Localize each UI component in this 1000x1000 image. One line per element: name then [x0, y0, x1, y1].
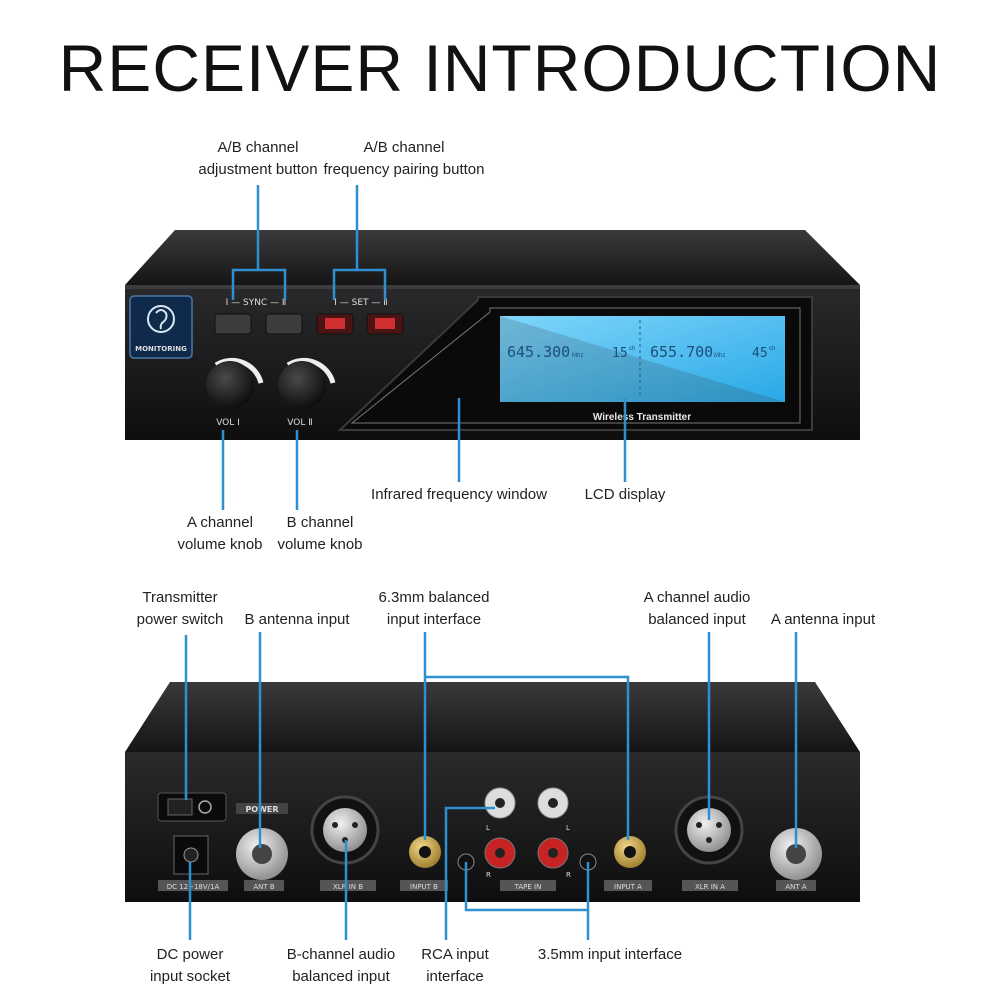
callout-a-audio: A channel audio balanced input — [643, 589, 751, 628]
vol-b-knob[interactable] — [278, 361, 326, 409]
callout-bal-63: 6.3mm balanced input interface — [378, 589, 490, 628]
lcd-unit-a: Mhz — [572, 353, 583, 359]
vol-a-label: VOL Ⅰ — [216, 418, 240, 428]
callout-lcd: LCD display — [584, 486, 666, 503]
lcd-freq-a: 645.300 — [507, 343, 570, 361]
callout-dc-power: DC power input socket — [149, 946, 231, 985]
window-label: Wireless Transmitter — [593, 412, 691, 423]
sync-b-button[interactable] — [265, 313, 303, 335]
lcd-unit-b: Mhz — [714, 353, 725, 359]
monitoring-label: MONITORING — [135, 345, 187, 353]
set-label: Ⅰ — SET — Ⅱ — [334, 298, 387, 308]
input-b-label: INPUT B — [410, 883, 438, 891]
sync-a-button[interactable] — [214, 313, 252, 335]
rear-receiver: POWER DC 12~18V/1A ANT B XLR IN B INPUT … — [125, 682, 860, 902]
set-a-led — [325, 318, 345, 329]
tape-in-label: TAPE IN — [514, 883, 542, 891]
rca-l-left-label: L — [486, 824, 490, 832]
power-label: POWER — [245, 805, 278, 814]
vol-a-knob[interactable] — [206, 361, 254, 409]
rca-r-right-label: R — [566, 871, 571, 879]
front-callout-lines — [221, 185, 627, 510]
lcd-display — [500, 316, 785, 402]
front-receiver: MONITORING Ⅰ — SYNC — Ⅱ Ⅰ — SET — Ⅱ VOL … — [125, 230, 860, 440]
lcd-ch-a-suffix: ch — [629, 346, 635, 352]
callout-b-vol: B channel volume knob — [277, 514, 363, 553]
ant-a-label: ANT A — [785, 883, 807, 891]
input-a-label: INPUT A — [614, 883, 642, 891]
ear-icon — [155, 309, 168, 330]
lcd-ch-b-suffix: ch — [769, 346, 775, 352]
vol-b-label: VOL Ⅱ — [287, 418, 312, 428]
lcd-freq-b: 655.700 — [650, 343, 713, 361]
dc-label: DC 12~18V/1A — [167, 883, 220, 891]
callout-ab-adjust: A/B channel adjustment button — [198, 139, 318, 178]
xlr-b-label: XLR IN B — [333, 883, 363, 891]
callout-b-audio: B-channel audio balanced input — [286, 946, 396, 985]
sync-label: Ⅰ — SYNC — Ⅱ — [226, 298, 287, 308]
ant-b-label: ANT B — [253, 883, 275, 891]
lcd-ch-a: 15 — [612, 346, 628, 361]
callout-ir-window: Infrared frequency window — [371, 486, 547, 503]
rca-l-right-label: L — [566, 824, 570, 832]
lcd-ch-b: 45 — [752, 346, 768, 361]
ear-icon — [147, 305, 175, 333]
callout-rca: RCA input interface — [421, 946, 489, 985]
set-b-led — [375, 318, 395, 329]
page-title: RECEIVER INTRODUCTION — [58, 31, 942, 105]
xlr-a-label: XLR IN A — [695, 883, 725, 891]
callout-mm35: 3.5mm input interface — [537, 946, 683, 963]
callout-tx-power: Transmitter power switch — [136, 589, 224, 628]
callout-ab-pair: A/B channel frequency pairing button — [323, 139, 485, 178]
rear-callout-lines — [184, 632, 798, 940]
callout-a-ant: A antenna input — [770, 611, 876, 628]
callout-a-vol: A channel volume knob — [177, 514, 263, 553]
callout-b-ant: B antenna input — [244, 611, 350, 628]
rca-r-left-label: R — [486, 871, 491, 879]
monitoring-badge: MONITORING — [129, 295, 193, 359]
